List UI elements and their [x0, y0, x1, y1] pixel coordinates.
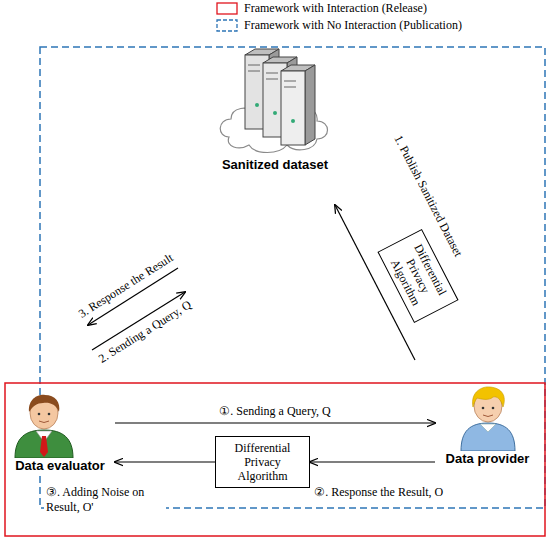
flow-arrow: [115, 422, 435, 423]
legend-text: Framework with Interaction (Release): [244, 1, 427, 15]
legend-sample-publication: [217, 20, 237, 31]
evaluator-icon: [9, 392, 79, 458]
legend-text: Framework with No Interaction (Publicati…: [244, 18, 462, 32]
node-label: Sanitized dataset: [220, 157, 330, 172]
edge-label: ①. Sending a Query, Q: [217, 404, 333, 419]
legend-sample-release: [217, 3, 237, 14]
algorithm-label: Differential Privacy Algorithm: [220, 441, 305, 483]
algorithm-box: Differential Privacy Algorithm: [215, 436, 310, 488]
dataset-server: Sanitized dataset: [215, 45, 335, 172]
publication-frame: [40, 47, 545, 508]
server-icon: [215, 45, 335, 157]
node-label: Data evaluator: [13, 458, 107, 473]
algorithm-label: Differential Privacy Algorithm: [383, 235, 452, 316]
node-label: Data provider: [444, 451, 532, 466]
edge-label: ③. Adding Noise on Result, O': [44, 485, 166, 515]
release-frame: [5, 383, 545, 536]
person-node: Data evaluator: [5, 392, 115, 473]
provider-icon: [455, 385, 521, 451]
edge-label: ②. Response the Result, O: [312, 485, 445, 500]
edge-label: 2. Sending a Query, Q: [95, 296, 197, 367]
flow-arrow: [115, 461, 215, 462]
person-node: Data provider: [435, 385, 540, 466]
flow-arrow: [310, 461, 435, 462]
